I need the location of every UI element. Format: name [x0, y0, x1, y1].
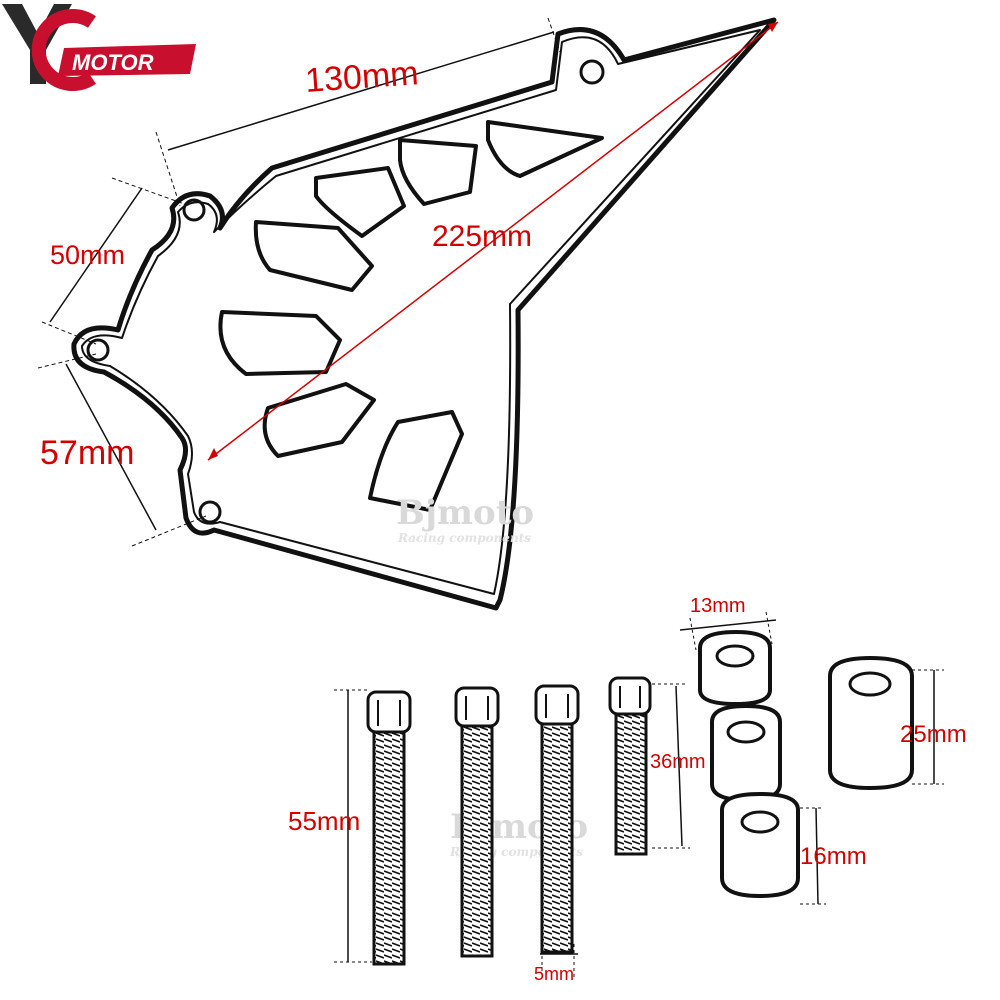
- dim-line-left-upper: [49, 187, 143, 323]
- cover-dimension-labels: 130mm 225mm 50mm 57mm: [40, 54, 532, 472]
- spacer-short: [720, 791, 800, 899]
- dim-bolt-diameter-label: 5mm: [534, 964, 574, 984]
- dim-bolt-short-label: 36mm: [650, 751, 706, 773]
- bolt-long: [534, 684, 580, 954]
- mounting-hole-bottom: [198, 500, 222, 524]
- cutout-window: [262, 382, 376, 458]
- logo-banner: [58, 44, 196, 76]
- dim-bolt-long-label: 55mm: [288, 806, 360, 836]
- dim-line-left-lower: [65, 363, 157, 531]
- dim-spacer-short-height-label: 16mm: [800, 843, 867, 870]
- watermark-top: Bjmoto Racing components: [396, 493, 534, 545]
- dim-left-upper-label: 50mm: [50, 240, 125, 270]
- cutout-window: [486, 120, 604, 178]
- spacer-tall: [828, 655, 914, 791]
- bolt-long: [366, 690, 412, 966]
- cutout-window: [253, 220, 374, 292]
- cutout-window: [398, 138, 478, 206]
- spacer-short: [698, 629, 772, 707]
- logo-text: MOTOR: [72, 50, 154, 75]
- hardware-dimension-lines: [334, 611, 944, 978]
- bolt-short: [608, 676, 652, 856]
- dim-line-top-edge: [167, 31, 555, 151]
- sprocket-cover-plate: [71, 17, 777, 611]
- svg-text:Racing components: Racing components: [397, 531, 531, 545]
- dim-top-edge-label: 130mm: [304, 54, 420, 100]
- dim-left-lower-label: 57mm: [40, 434, 134, 472]
- cutout-window: [314, 166, 406, 238]
- hardware-dimension-labels: 13mm 25mm 16mm 55mm 36mm 5mm: [288, 595, 967, 984]
- bolt-long: [454, 686, 500, 958]
- dim-spacer-tall-height-label: 25mm: [900, 721, 967, 748]
- dim-spacer-width-label: 13mm: [690, 595, 746, 617]
- svg-text:Bjmoto: Bjmoto: [396, 493, 534, 533]
- mounting-hole-top: [579, 59, 605, 85]
- cutout-window-group: [218, 120, 604, 512]
- spacer-short: [710, 703, 782, 803]
- logo-mark: [2, 4, 96, 91]
- cover-dimension-lines: [37, 17, 779, 547]
- cutout-window: [368, 410, 464, 512]
- dim-diagonal-label: 225mm: [432, 220, 532, 253]
- cutout-window: [218, 310, 342, 376]
- mounting-hole-mid-left: [86, 338, 110, 362]
- mounting-hole-upper-left: [182, 198, 206, 222]
- dim-line-diagonal: [207, 21, 779, 461]
- brand-logo: MOTOR: [2, 4, 196, 91]
